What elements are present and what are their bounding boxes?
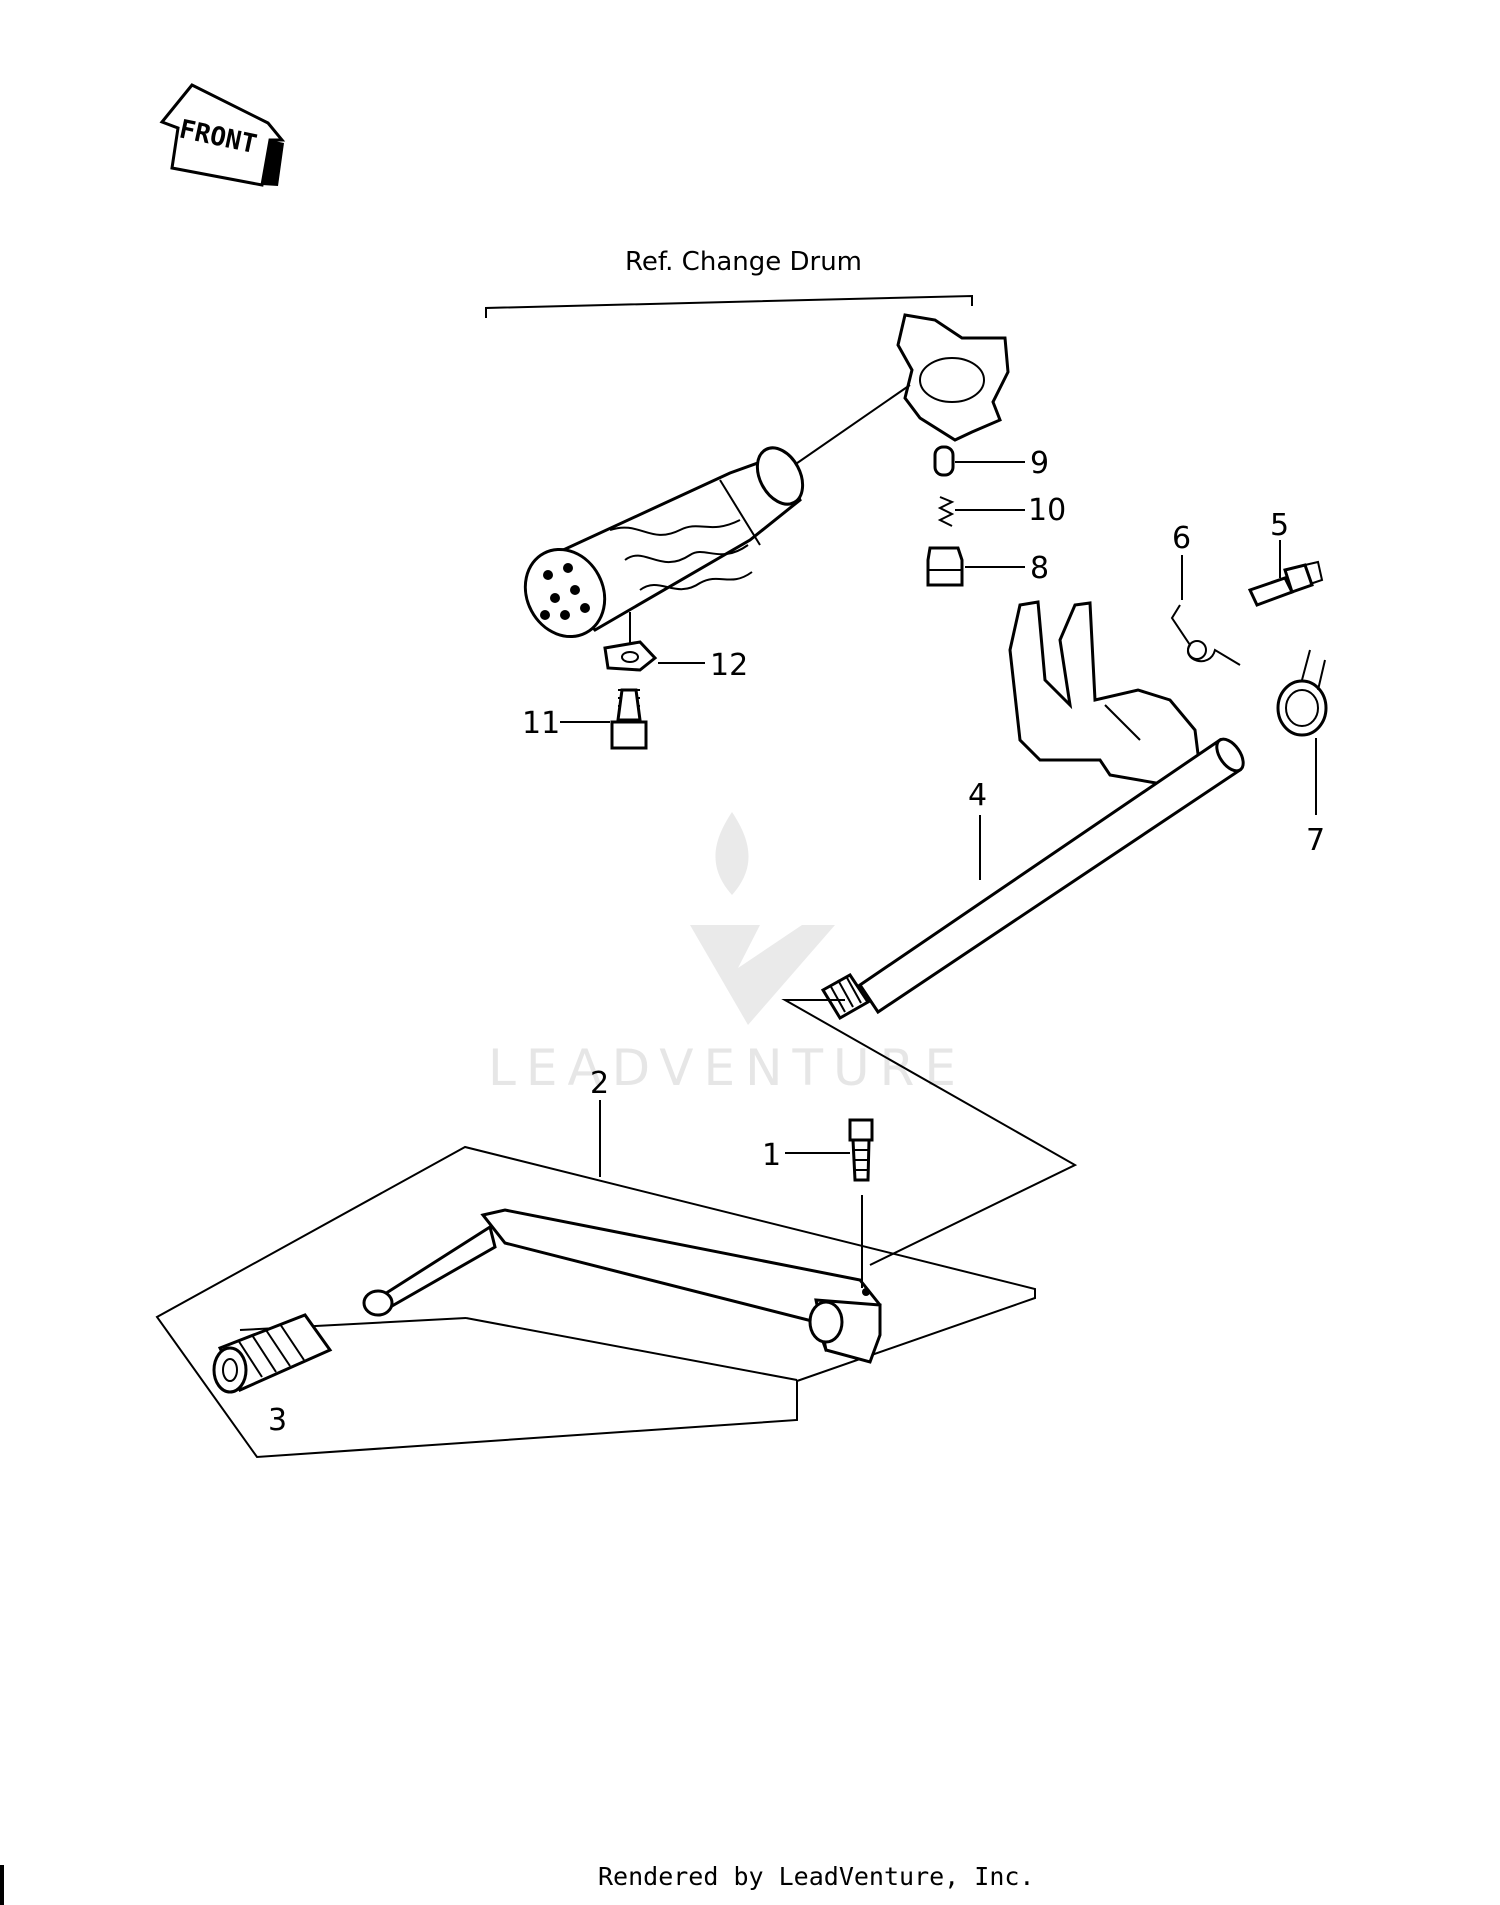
part-12-washer <box>603 640 658 672</box>
part-5-bolt <box>1247 560 1324 607</box>
callout-10: 10 <box>1028 493 1066 528</box>
part-2-inner-line <box>465 1317 798 1381</box>
part-6-spring <box>1170 604 1241 666</box>
watermark-text: LEADVENTURE <box>488 1039 966 1097</box>
callout-1: 1 <box>762 1138 781 1173</box>
part-8-plug <box>926 546 964 587</box>
shift-drum <box>523 446 805 639</box>
flame-icon <box>715 812 749 895</box>
part-3-rubber-grip <box>212 1313 333 1394</box>
watermark-logo: LEADVENTURE <box>488 812 966 1097</box>
callout-12: 12 <box>710 648 748 683</box>
reference-bracket <box>485 294 973 318</box>
callout-6: 6 <box>1172 521 1191 556</box>
v-mark-icon <box>690 925 835 1025</box>
part-1-bolt <box>848 1118 874 1182</box>
reference-label: Ref. Change Drum <box>625 247 862 277</box>
callout-4: 4 <box>968 778 987 813</box>
front-arrow: FRONT <box>159 83 286 187</box>
footer-credit: Rendered by LeadVenture, Inc. <box>598 1862 1035 1891</box>
linkage-guide-lines <box>781 999 1078 1266</box>
part-2-outline <box>155 1145 1036 1459</box>
part-9-pin <box>933 445 955 477</box>
cam-plate <box>896 313 1010 442</box>
callout-11: 11 <box>522 706 560 741</box>
part-10-spring <box>937 496 955 527</box>
callout-8: 8 <box>1030 551 1049 586</box>
callout-5: 5 <box>1270 508 1289 543</box>
part-4-shift-shaft <box>820 600 1245 1021</box>
part-7-spring <box>1276 649 1328 737</box>
page-edge-mark <box>0 1865 4 1905</box>
callout-9: 9 <box>1030 446 1049 481</box>
callout-2: 2 <box>590 1066 609 1101</box>
callout-3: 3 <box>268 1403 287 1438</box>
part-11-bolt <box>610 688 648 750</box>
part-2-shift-lever <box>362 1208 882 1364</box>
callout-7: 7 <box>1306 823 1325 858</box>
